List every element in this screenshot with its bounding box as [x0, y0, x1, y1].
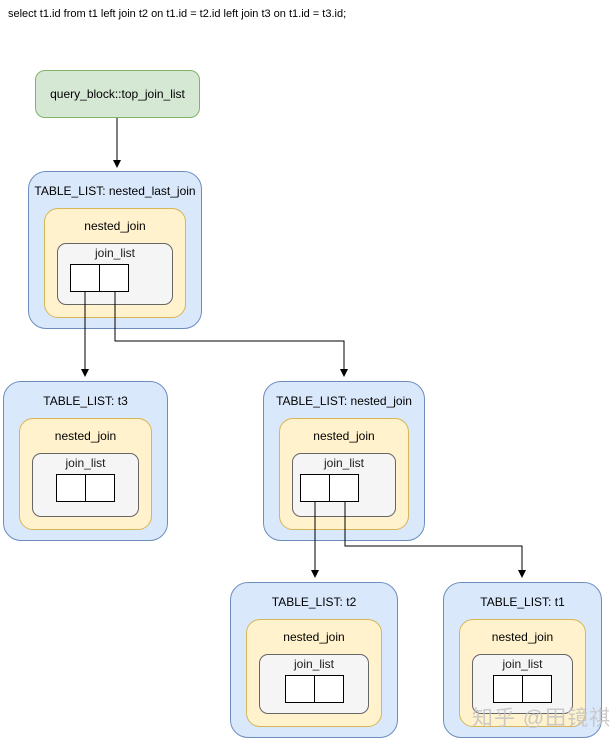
join-list-box: join_list	[32, 453, 139, 517]
nested-join-box: nested_join join_list	[279, 418, 409, 530]
join-list-slot	[85, 474, 115, 502]
join-list-slot	[56, 474, 86, 502]
slot-row	[260, 675, 368, 703]
nested-join-box: nested_join join_list	[44, 208, 186, 318]
join-list-slot	[70, 264, 100, 292]
nested-join-label: nested_join	[84, 219, 146, 233]
watermark: 知乎 @田镜祺	[472, 707, 611, 730]
nested-join-label: nested_join	[491, 630, 554, 644]
node-title: TABLE_LIST: t1	[480, 595, 565, 609]
join-list-box: join_list	[57, 243, 173, 305]
node-title: TABLE_LIST: nested_join	[276, 394, 412, 408]
join-list-label: join_list	[502, 657, 543, 671]
join-list-slot	[329, 474, 359, 502]
join-list-box: join_list	[472, 654, 573, 714]
join-list-slot	[284, 675, 315, 703]
join-list-label: join_list	[65, 456, 106, 470]
join-list-box: join_list	[259, 654, 369, 714]
join-list-slot	[313, 675, 344, 703]
node-title: TABLE_LIST: t2	[271, 595, 357, 609]
join-list-slot	[99, 264, 129, 292]
table-list-node-t1: TABLE_LIST: t1 nested_join join_list	[443, 582, 602, 738]
query-block-label: query_block::top_join_list	[50, 87, 185, 101]
join-list-label: join_list	[293, 657, 335, 671]
query-block-node: query_block::top_join_list	[35, 70, 200, 118]
slot-row	[473, 675, 572, 703]
nested-join-label: nested_join	[283, 630, 345, 644]
nested-join-box: nested_join join_list	[246, 619, 382, 727]
join-list-label: join_list	[94, 246, 136, 260]
join-list-slot	[300, 474, 330, 502]
nested-join-label: nested_join	[54, 429, 117, 443]
slot-row	[293, 474, 395, 502]
nested-join-box: nested_join join_list	[19, 418, 152, 530]
table-list-node-nested-join: TABLE_LIST: nested_join nested_join join…	[263, 381, 425, 541]
join-list-label: join_list	[323, 456, 365, 470]
join-list-box: join_list	[292, 453, 396, 517]
slot-row	[33, 474, 138, 502]
table-list-node-nested-last-join: TABLE_LIST: nested_last_join nested_join…	[28, 171, 202, 329]
nested-join-box: nested_join join_list	[459, 619, 586, 727]
nested-join-label: nested_join	[313, 429, 375, 443]
node-title: TABLE_LIST: nested_last_join	[34, 184, 196, 198]
slot-row	[58, 264, 172, 292]
table-list-node-t3: TABLE_LIST: t3 nested_join join_list	[3, 381, 168, 541]
sql-query-text: select t1.id from t1 left join t2 on t1.…	[8, 8, 347, 20]
node-title: TABLE_LIST: t3	[43, 394, 128, 408]
join-list-slot	[522, 675, 552, 703]
table-list-node-t2: TABLE_LIST: t2 nested_join join_list	[230, 582, 398, 738]
join-list-slot	[493, 675, 523, 703]
